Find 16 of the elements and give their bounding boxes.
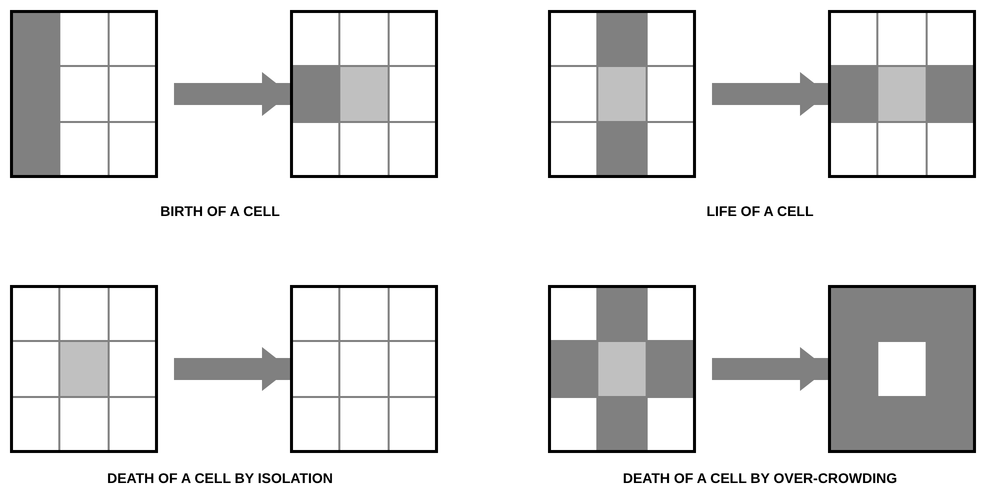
block-arrow <box>174 347 290 391</box>
cell-grid <box>828 10 976 178</box>
cell-grid <box>10 10 158 178</box>
block-arrow <box>712 347 828 391</box>
cell-grid <box>548 10 696 178</box>
caption: DEATH OF A CELL BY OVER-CROWDING <box>622 470 898 486</box>
caption: DEATH OF A CELL BY ISOLATION <box>107 470 333 486</box>
cell-grid <box>290 10 438 178</box>
caption: LIFE OF A CELL <box>706 203 814 219</box>
caption: BIRTH OF A CELL <box>160 203 280 219</box>
cell-grid <box>548 285 696 453</box>
block-arrow <box>174 72 290 116</box>
cell-grid <box>828 285 976 453</box>
cell-grid <box>10 285 158 453</box>
block-arrow <box>712 72 828 116</box>
cell-grid <box>290 285 438 453</box>
